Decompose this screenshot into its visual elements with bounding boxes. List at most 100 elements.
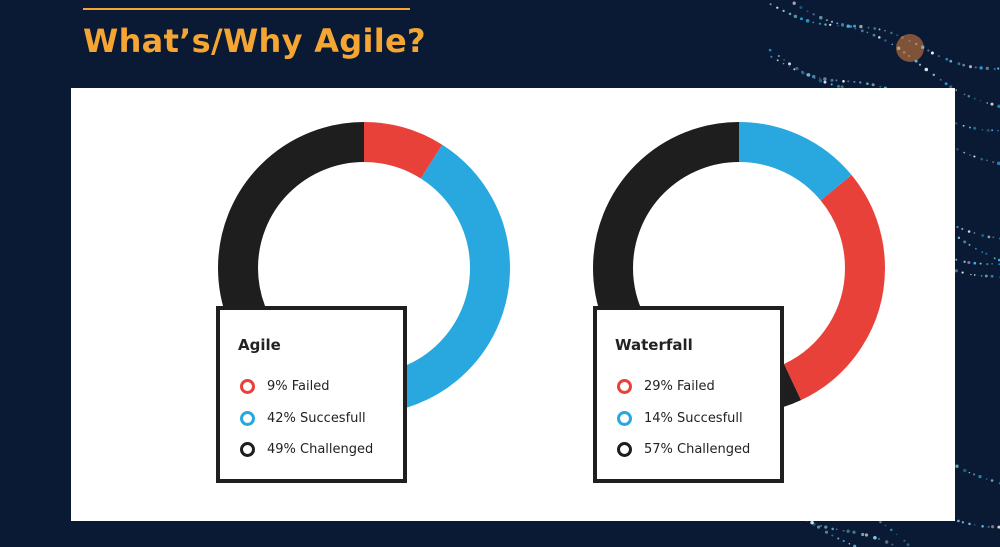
decoration-dot <box>884 30 886 32</box>
decoration-dot <box>985 66 989 71</box>
decoration-dot <box>949 59 953 63</box>
decoration-dot <box>835 79 838 82</box>
successful-marker-icon <box>240 410 255 426</box>
agile-legend-item-failed: 9% Failed <box>240 377 329 395</box>
decoration-dot <box>957 236 961 240</box>
decoration-dot <box>835 528 838 531</box>
decoration-dot <box>793 14 798 19</box>
legend-label: 9% Failed <box>267 378 330 394</box>
decoration-dot <box>824 23 827 26</box>
decoration-dot <box>840 85 844 89</box>
decoration-dot <box>962 124 965 127</box>
decoration-dot <box>954 269 958 273</box>
decoration-dot <box>860 29 864 33</box>
decoration-dot <box>782 9 785 13</box>
decoration-dot <box>806 10 809 13</box>
decoration-dot <box>979 100 982 102</box>
waterfall-legend: Waterfall 29% Failed 14% Succesfull 57% … <box>593 306 784 483</box>
decoration-dot <box>987 525 990 529</box>
successful-marker-icon <box>617 410 632 426</box>
decoration-dot <box>973 261 977 265</box>
decoration-dot <box>963 468 967 473</box>
decoration-dot <box>973 473 976 476</box>
decoration-dot <box>884 540 889 544</box>
decoration-dot <box>842 529 845 532</box>
decoration-dot <box>811 74 816 79</box>
decoration-dot <box>993 257 996 260</box>
title-underline <box>83 8 410 10</box>
decoration-dot <box>854 27 857 30</box>
decoration-dot <box>986 262 989 266</box>
decoration-dot <box>963 240 967 244</box>
donut-slice-challenged <box>218 122 510 414</box>
decoration-dot <box>981 234 985 237</box>
waterfall-legend-item-failed: 29% Failed <box>617 377 715 395</box>
decoration-dot <box>769 3 772 6</box>
decoration-dot <box>997 525 1000 529</box>
decoration-dot <box>973 232 976 234</box>
agile-legend: Agile 9% Failed 42% Succesfull 49% Chall… <box>216 306 407 483</box>
decoration-dot <box>963 93 966 96</box>
decoration-dot <box>991 129 993 132</box>
decoration-dot <box>992 161 995 164</box>
decoration-dot <box>859 81 862 84</box>
decoration-dot <box>956 225 959 229</box>
decoration-dot <box>879 520 882 524</box>
decoration-dot <box>836 84 841 88</box>
decoration-dot <box>846 529 850 533</box>
decoration-dot <box>818 78 823 83</box>
decoration-dot <box>841 24 844 27</box>
decoration-dot <box>788 12 792 16</box>
decoration-dot <box>800 17 803 21</box>
legend-label: 29% Failed <box>644 378 715 394</box>
decoration-dot <box>890 528 893 532</box>
decoration-dot <box>777 54 780 58</box>
decoration-dot <box>800 70 804 73</box>
decoration-dot <box>831 527 834 531</box>
decoration-dot <box>842 539 845 543</box>
decoration-dot <box>986 102 989 104</box>
decoration-dot <box>956 148 959 151</box>
decoration-dot <box>955 258 958 261</box>
decoration-dot <box>848 542 851 545</box>
decoration-dot <box>973 126 977 130</box>
decoration-dot <box>997 129 999 132</box>
decoration-dot <box>967 260 971 265</box>
decoration-dot <box>884 524 887 527</box>
decoration-dot <box>792 1 796 5</box>
decoration-dot <box>877 537 881 541</box>
decoration-dot <box>990 479 994 482</box>
decoration-dot <box>970 273 972 276</box>
decoration-dot <box>768 48 772 52</box>
decoration-dot <box>812 13 815 16</box>
decoration-dot <box>973 274 976 276</box>
decoration-dot <box>967 230 971 233</box>
decoration-dot <box>788 66 791 68</box>
decoration-dot <box>799 5 803 9</box>
slide-title: What’s/Why Agile? <box>83 22 426 60</box>
agile-legend-item-challenged: 49% Challenged <box>240 440 373 458</box>
decoration-dot <box>903 539 906 542</box>
decoration-dot <box>962 63 966 67</box>
decoration-dot <box>819 15 823 20</box>
decoration-dot <box>783 59 785 61</box>
decoration-dot <box>842 80 845 83</box>
donut-slice-failed <box>593 122 885 414</box>
decoration-dot <box>991 263 993 265</box>
decoration-dot <box>890 31 893 35</box>
waterfall-legend-item-successful: 14% Succesfull <box>617 409 743 427</box>
decoration-dot <box>974 66 977 69</box>
decoration-dot <box>979 262 982 265</box>
decoration-dot <box>932 73 936 77</box>
decoration-dot <box>996 161 1000 166</box>
decoration-dot <box>924 67 929 72</box>
decoration-dot <box>866 82 869 85</box>
decoration-dot <box>961 521 965 524</box>
decoration-dot <box>997 258 1000 262</box>
decoration-dot <box>980 157 983 161</box>
decoration-dot <box>776 6 779 9</box>
decoration-dot <box>866 31 869 34</box>
charts-panel: Agile 9% Failed 42% Succesfull 49% Chall… <box>71 88 955 521</box>
decoration-dot <box>945 57 949 61</box>
decoration-dot <box>981 129 984 131</box>
